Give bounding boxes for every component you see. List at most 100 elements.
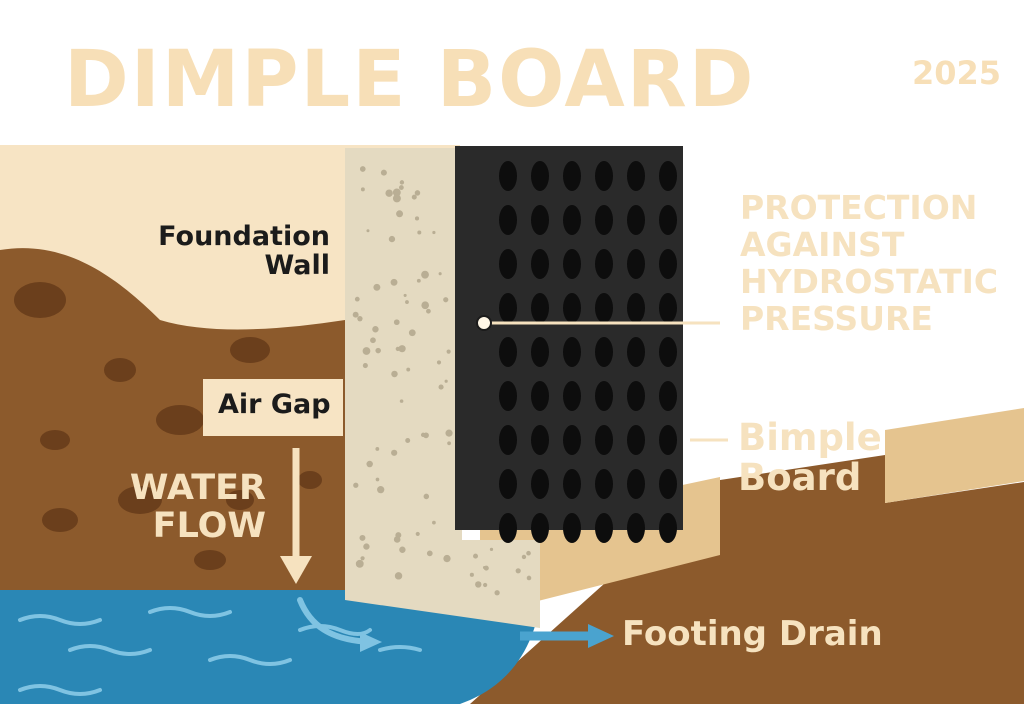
ripple bbox=[18, 614, 102, 626]
dimple bbox=[659, 249, 677, 279]
dimple bbox=[499, 293, 517, 323]
dimple bbox=[627, 205, 645, 235]
rock bbox=[118, 486, 162, 514]
speckle bbox=[399, 180, 405, 185]
rock bbox=[230, 337, 270, 363]
speckle bbox=[399, 185, 404, 190]
speckle bbox=[353, 482, 359, 488]
speckle bbox=[360, 556, 365, 561]
speckle bbox=[438, 272, 442, 276]
speckle bbox=[420, 432, 426, 438]
rock bbox=[194, 550, 226, 570]
dimple bbox=[659, 205, 677, 235]
speckle bbox=[377, 486, 385, 494]
dimple bbox=[595, 469, 613, 499]
speckle bbox=[405, 438, 411, 443]
dimple bbox=[659, 425, 677, 455]
dimple bbox=[659, 161, 677, 191]
speckle bbox=[515, 568, 521, 574]
speckle bbox=[390, 278, 398, 286]
flow-swirl bbox=[297, 597, 373, 645]
speckle bbox=[375, 447, 380, 451]
speckle bbox=[362, 363, 368, 369]
speckle bbox=[393, 319, 400, 326]
dimple bbox=[595, 161, 613, 191]
speckle bbox=[414, 190, 421, 196]
speckle bbox=[443, 554, 451, 563]
speckle bbox=[392, 188, 401, 197]
speckle bbox=[408, 329, 416, 337]
dimple bbox=[595, 293, 613, 323]
dimple bbox=[563, 469, 581, 499]
speckle bbox=[406, 367, 411, 372]
water-flow-label: WATER FLOW bbox=[129, 468, 266, 546]
dimple bbox=[531, 337, 549, 367]
speckle bbox=[469, 572, 474, 577]
speckle bbox=[391, 370, 398, 378]
speckle bbox=[438, 384, 444, 390]
dimple bbox=[563, 205, 581, 235]
speckle bbox=[380, 169, 387, 176]
speckle bbox=[366, 229, 370, 233]
dimple bbox=[531, 381, 549, 411]
foundation-wall-label: Foundation Wall bbox=[158, 221, 330, 282]
water-pool bbox=[0, 590, 540, 704]
dimple bbox=[627, 161, 645, 191]
dimple bbox=[563, 337, 581, 367]
speckle bbox=[399, 546, 406, 553]
dimple bbox=[595, 513, 613, 543]
speckle bbox=[357, 316, 363, 322]
dimple bbox=[531, 249, 549, 279]
dimple bbox=[627, 293, 645, 323]
protection-leader-dot bbox=[476, 315, 492, 331]
air-gap-label: Air Gap bbox=[218, 389, 331, 420]
rock bbox=[156, 405, 204, 435]
rock bbox=[298, 471, 322, 489]
dimple bbox=[499, 337, 517, 367]
speckle bbox=[473, 553, 478, 559]
speckle bbox=[366, 460, 373, 468]
dimple bbox=[499, 425, 517, 455]
dimple bbox=[499, 205, 517, 235]
speckle bbox=[403, 293, 407, 297]
dimple-grid bbox=[499, 161, 677, 543]
speckle bbox=[405, 300, 409, 304]
dimple bbox=[595, 337, 613, 367]
speckle bbox=[391, 449, 398, 456]
dimple bbox=[627, 337, 645, 367]
speckle bbox=[482, 565, 487, 570]
speckle bbox=[393, 536, 401, 543]
dimple bbox=[627, 381, 645, 411]
dimple bbox=[531, 293, 549, 323]
ripple bbox=[298, 624, 372, 636]
speckle bbox=[443, 297, 449, 303]
rock bbox=[40, 430, 70, 450]
speckle bbox=[372, 326, 379, 333]
speckle bbox=[352, 311, 359, 318]
dimple bbox=[563, 293, 581, 323]
dimple bbox=[595, 425, 613, 455]
speckle bbox=[355, 559, 364, 568]
speckle bbox=[359, 534, 366, 541]
ripple bbox=[378, 645, 422, 652]
speckle bbox=[432, 230, 436, 235]
speckle bbox=[521, 554, 527, 560]
dimple bbox=[531, 513, 549, 543]
dimple bbox=[659, 469, 677, 499]
dimple bbox=[627, 469, 645, 499]
speckle bbox=[370, 337, 376, 344]
speckle bbox=[426, 308, 431, 314]
dimple bbox=[499, 469, 517, 499]
rock bbox=[226, 490, 254, 510]
drain-arrow-head bbox=[588, 624, 614, 648]
dimple bbox=[563, 249, 581, 279]
speckle bbox=[421, 301, 430, 310]
dimple bbox=[531, 425, 549, 455]
footing-drain-label: Footing Drain bbox=[622, 614, 883, 654]
backfill-strip bbox=[885, 408, 1024, 503]
dimple bbox=[595, 205, 613, 235]
rock bbox=[104, 358, 136, 382]
speckle bbox=[394, 572, 403, 580]
speckle bbox=[417, 230, 422, 235]
speckle bbox=[483, 582, 488, 588]
